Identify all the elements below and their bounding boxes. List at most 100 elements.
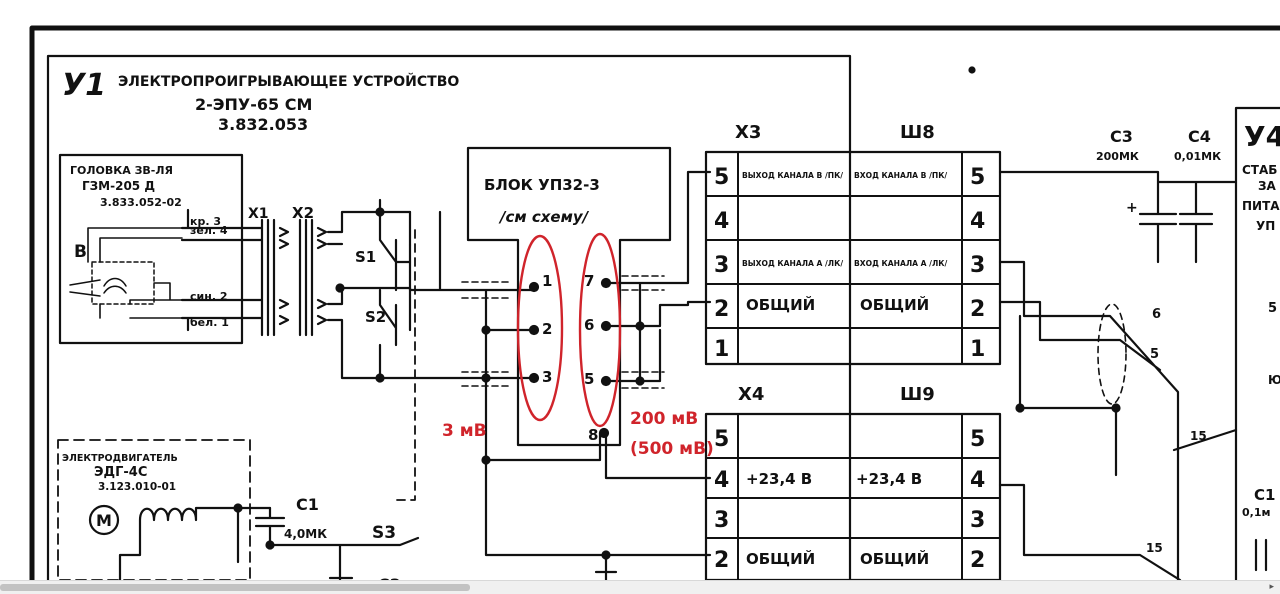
x3-row-num: 4 <box>714 209 729 234</box>
c3-value: 200МК <box>1096 150 1139 163</box>
wire-label-red: кр. 3 <box>190 215 221 228</box>
block-pin-7: 7 <box>584 272 594 290</box>
block-subtitle: /см схему/ <box>498 208 590 226</box>
block-pin-8: 8 <box>588 426 598 444</box>
head-title: ГОЛОВКА ЗВ-ЛЯ <box>70 164 173 177</box>
sh8-row-num: 3 <box>970 253 985 278</box>
node <box>635 321 645 331</box>
schematic-viewport: У1 ЭЛЕКТРОПРОИГРЫВАЮЩЕЕ УСТРОЙСТВО 2-ЭПУ… <box>29 25 1280 594</box>
block-pin-6: 6 <box>584 316 594 334</box>
c1b-name: С1 <box>1254 486 1275 504</box>
annotation-ellipse-left <box>516 234 564 422</box>
stylus-symbol <box>69 277 127 297</box>
table-x3 <box>704 150 1002 366</box>
s3-label: S3 <box>372 523 396 543</box>
sh8-cell: ОБЩИЙ <box>860 295 929 314</box>
right-unit-border <box>1234 106 1280 582</box>
motor-title: ЭЛЕКТРОДВИГАТЕЛЬ <box>62 453 178 464</box>
x2-outputs <box>326 210 488 380</box>
x3-cell: ВЫХОД КАНАЛА А /ЛК/ <box>742 259 843 268</box>
motor-code: 3.123.010-01 <box>98 481 176 493</box>
x4-row-num: 2 <box>714 548 729 573</box>
x4-cell: +23,4 В <box>746 470 812 488</box>
block-pin-5: 5 <box>584 370 594 388</box>
motor-model: ЭДГ-4С <box>94 465 147 480</box>
sh9-row-num: 2 <box>970 548 985 573</box>
u1-title: ЭЛЕКТРОПРОИГРЫВАЮЩЕЕ УСТРОЙСТВО <box>118 73 459 90</box>
wire-label-green: зел. 4 <box>190 224 228 237</box>
sh9-cell: ОБЩИЙ <box>860 549 929 568</box>
sh8-cell: ВХОД КАНАЛА А /ЛК/ <box>854 259 947 268</box>
annotation-right-level-1: 200 мВ <box>630 409 698 429</box>
x4-label: X4 <box>738 384 764 405</box>
shield-dashed-right <box>621 275 665 389</box>
c4-name: С4 <box>1188 127 1211 146</box>
sh9-cell: +23,4 В <box>856 470 922 488</box>
table-x4-rows: 5 4 3 2 5 4 3 2 +23,4 В +23,4 В ОБЩИЙ ОБ… <box>714 427 985 573</box>
table-x3-grid <box>705 151 1001 365</box>
wire-5: 5 <box>1150 347 1159 362</box>
x3-row-num: 1 <box>714 337 729 362</box>
annotation-right-level-2: (500 мВ) <box>630 439 714 459</box>
cartridge-symbol <box>91 261 155 305</box>
annotation-ellipse-right <box>578 232 622 428</box>
head-inner-wiring <box>87 227 183 319</box>
x3-cell: ВЫХОД КАНАЛА В /ПК/ <box>742 171 843 180</box>
u1-ref: У1 <box>62 68 106 103</box>
right-unit-frag2: Ю <box>1268 373 1280 387</box>
x2-label: X2 <box>292 204 314 222</box>
x4-row-num: 3 <box>714 508 729 533</box>
node <box>233 503 243 513</box>
c3-c4-capacitors <box>998 170 1238 264</box>
x4-row-num: 4 <box>714 468 729 493</box>
u1-model: 2-ЭПУ-65 СМ <box>195 95 312 114</box>
scroll-right-arrow-icon[interactable]: ▸ <box>1269 582 1274 592</box>
sh8-cell: ВХОД КАНАЛА В /ПК/ <box>854 171 947 180</box>
u1-code: 3.832.053 <box>218 115 308 134</box>
head-terminal-b: В <box>74 242 87 262</box>
head-wires <box>180 208 264 332</box>
sh8-row-num: 5 <box>970 165 985 190</box>
shield-symbol <box>1097 303 1127 405</box>
x1-x2-connector <box>260 218 328 337</box>
c3-plus: + <box>1126 200 1138 216</box>
right-unit-line2: ЗА <box>1258 179 1277 193</box>
c1-value: 4,0МК <box>284 527 327 541</box>
x3-label: X3 <box>735 122 761 143</box>
right-unit-line1: СТАБ <box>1242 163 1277 177</box>
sh8-row-num: 4 <box>970 209 985 234</box>
x4-cell: ОБЩИЙ <box>746 549 815 568</box>
horizontal-scrollbar[interactable]: ▸ <box>0 580 1280 594</box>
sh8-label: Ш8 <box>900 122 935 143</box>
frame-border <box>29 25 1280 583</box>
sh8-row-num: 2 <box>970 297 985 322</box>
table-x3-rows: 5 4 3 2 1 5 4 3 2 1 ВЫХОД КАНАЛА В /ПК/ … <box>714 165 985 362</box>
motor-letter: М <box>96 511 112 530</box>
node <box>481 373 491 383</box>
x3-row-num: 5 <box>714 165 729 190</box>
node <box>601 550 611 560</box>
scrollbar-thumb[interactable] <box>0 584 470 591</box>
right-unit-frag1: 5 <box>1268 301 1277 316</box>
switch-link-dashed <box>394 229 416 501</box>
s1-label: S1 <box>355 248 376 266</box>
c1b-value: 0,1м <box>1242 506 1270 519</box>
x3-row-num: 2 <box>714 297 729 322</box>
table-x4-grid <box>705 413 1001 581</box>
wire-label-white: бел. 1 <box>190 316 229 329</box>
node <box>375 207 385 217</box>
shield-dashed-left <box>461 281 513 387</box>
head-model: ГЗМ-205 Д <box>82 179 155 193</box>
block-title: БЛОК УП32-3 <box>484 176 600 194</box>
node <box>335 283 345 293</box>
motor-box <box>57 439 251 581</box>
sh8-row-num: 1 <box>970 337 985 362</box>
node <box>1015 403 1025 413</box>
right-unit-line3: ПИТА <box>1242 199 1280 213</box>
block-pin-1: 1 <box>542 272 552 290</box>
block-pin-2: 2 <box>542 320 552 338</box>
head-box <box>58 153 244 345</box>
node <box>481 455 491 465</box>
speck <box>968 66 976 74</box>
node <box>481 325 491 335</box>
